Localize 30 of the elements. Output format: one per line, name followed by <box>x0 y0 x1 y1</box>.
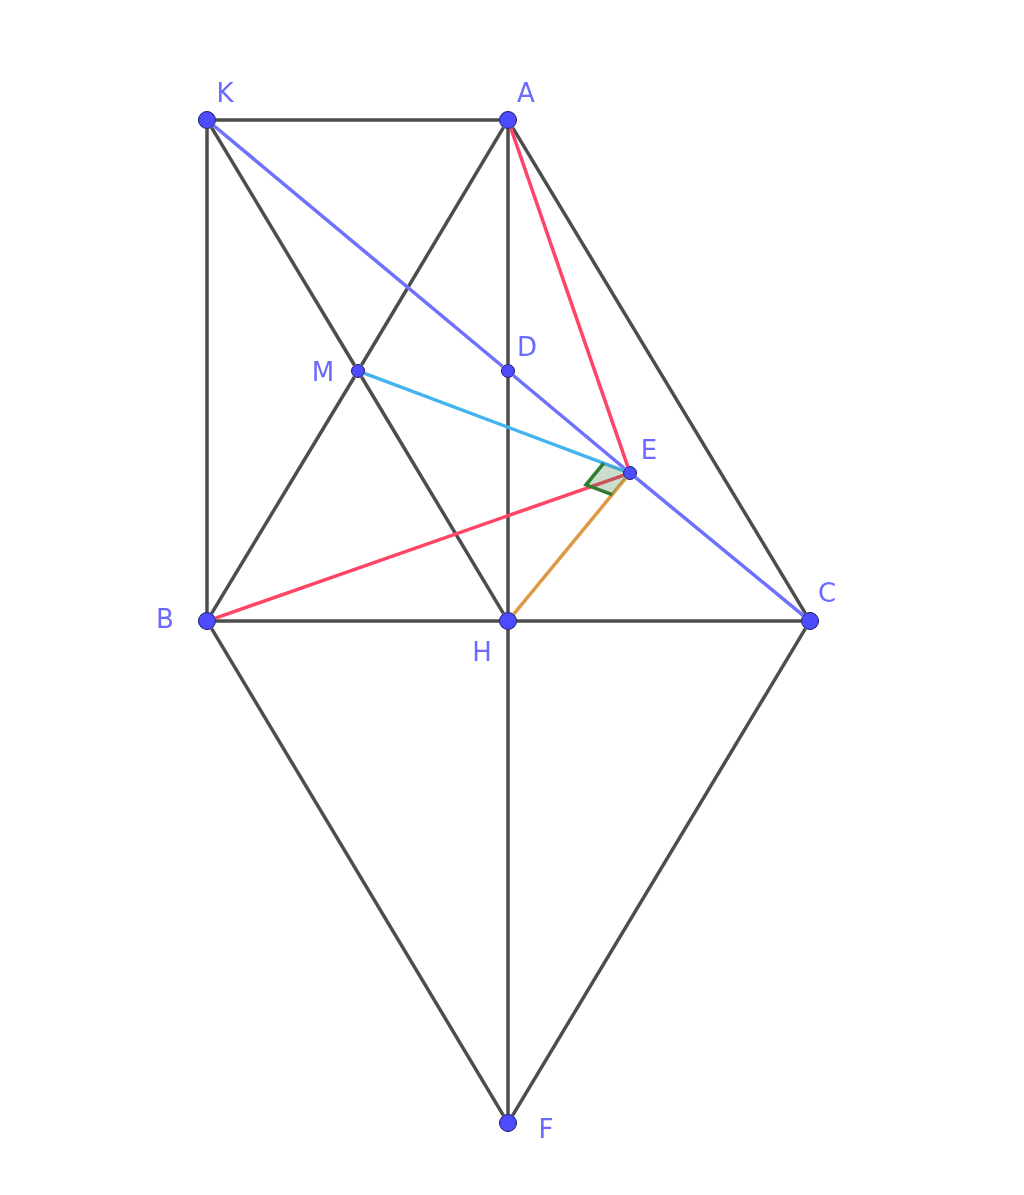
line-segment <box>210 627 505 1117</box>
line-segment <box>212 124 504 368</box>
line-segment <box>210 126 356 366</box>
line-segment <box>216 118 499 122</box>
point-label: A <box>517 80 535 106</box>
line-segment <box>506 630 510 1114</box>
point-label: F <box>538 1116 554 1142</box>
point-label: H <box>472 639 492 665</box>
line-segment <box>210 376 356 615</box>
point-label: M <box>311 359 335 385</box>
point-label: B <box>156 606 174 632</box>
line-segment <box>517 619 801 623</box>
line-segment <box>512 477 627 616</box>
point-label: D <box>517 334 537 360</box>
line-segment <box>506 129 510 364</box>
line-segment <box>363 371 625 473</box>
line-segment <box>214 473 624 620</box>
line-segment <box>360 126 505 366</box>
point-label: K <box>216 80 234 106</box>
point-label: E <box>640 437 658 463</box>
line-segment <box>509 127 630 467</box>
point-label: C <box>817 580 837 606</box>
line-segment <box>205 129 209 612</box>
line-segment <box>216 619 499 623</box>
line-segment <box>360 376 505 615</box>
line-segment <box>634 476 805 617</box>
line-segment <box>506 378 510 612</box>
line-segment <box>512 374 626 470</box>
line-segment <box>511 126 807 615</box>
line-segment <box>511 627 807 1117</box>
